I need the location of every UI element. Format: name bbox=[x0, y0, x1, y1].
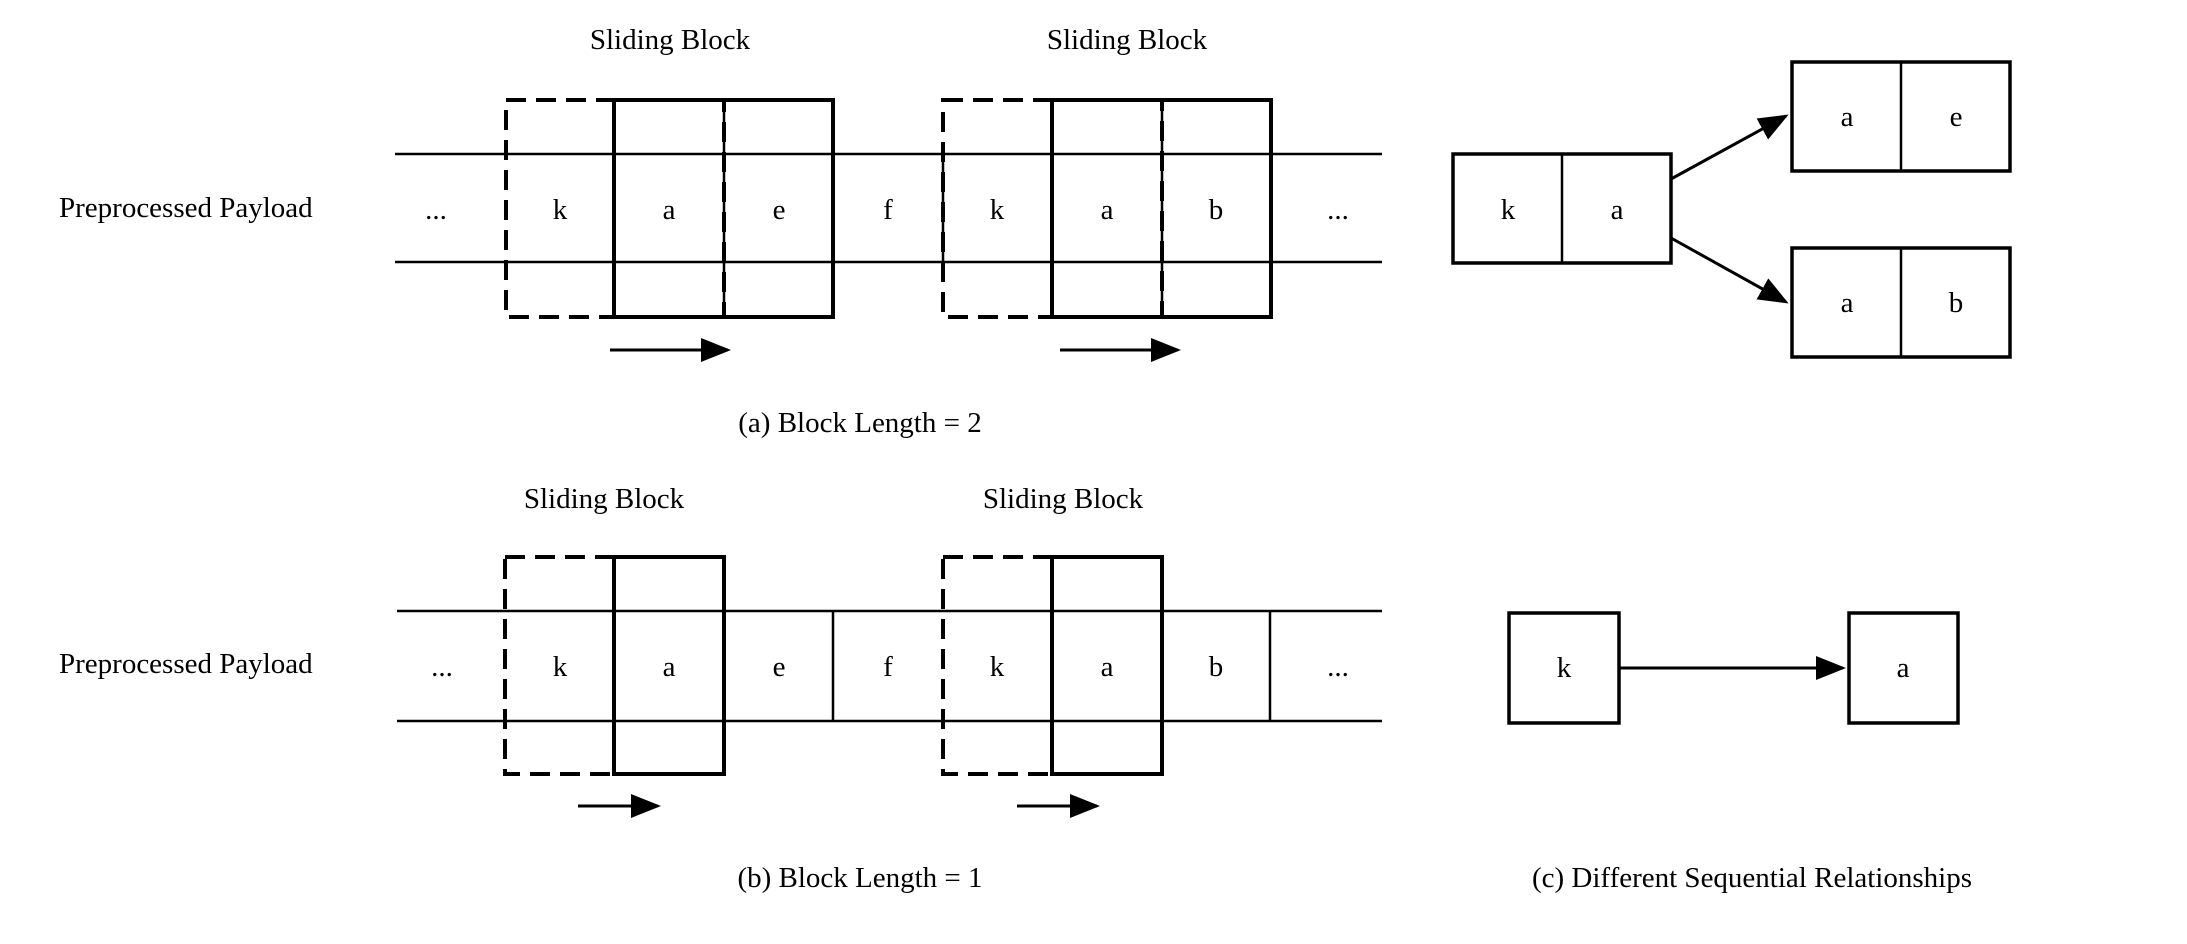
panel-c-single-source-cell: k bbox=[1557, 652, 1572, 684]
panel-a-row-label: Preprocessed Payload bbox=[59, 192, 313, 224]
panel-b-caption: (b) Block Length = 1 bbox=[737, 862, 982, 894]
panel-a-cell: k bbox=[553, 194, 568, 226]
panel-c-single-target-box bbox=[1847, 611, 1960, 725]
panel-b-cell: b bbox=[1209, 651, 1224, 683]
panel-b-cell: k bbox=[553, 651, 568, 683]
panel-c-arrow-to-pair-1 bbox=[1670, 114, 1789, 181]
panel-a-cell: a bbox=[1101, 194, 1114, 226]
panel-c-target-pair-2-cell: a bbox=[1841, 287, 1854, 319]
panel-c: k a a e a b k a (c) Different Sequential… bbox=[1451, 60, 2012, 894]
panel-a: Sliding Block Sliding Block Preprocessed… bbox=[59, 24, 1382, 439]
panel-a-cell: ... bbox=[425, 194, 447, 226]
panel-b-cell: a bbox=[1101, 651, 1114, 683]
panel-a-cell: e bbox=[773, 194, 786, 226]
panel-c-source-pair-cell: a bbox=[1611, 194, 1624, 226]
panel-c-single-target-cell: a bbox=[1897, 652, 1910, 684]
panel-c-caption: (c) Different Sequential Relationships bbox=[1532, 862, 1972, 894]
panel-c-arrow-to-pair-2 bbox=[1670, 236, 1789, 304]
panel-b-cell: a bbox=[663, 651, 676, 683]
panel-a-cell: ... bbox=[1327, 194, 1349, 226]
panel-b-cell: e bbox=[773, 651, 786, 683]
panel-b-block-label-2: Sliding Block bbox=[983, 483, 1144, 515]
panel-a-cell: k bbox=[990, 194, 1005, 226]
panel-b-block-label-1: Sliding Block bbox=[524, 483, 685, 515]
panel-a-cell: a bbox=[663, 194, 676, 226]
panel-b-cell: k bbox=[990, 651, 1005, 683]
panel-b-row-label: Preprocessed Payload bbox=[59, 648, 313, 680]
panel-a-block-label-2: Sliding Block bbox=[1047, 24, 1208, 56]
panel-b: Sliding Block Sliding Block Preprocessed… bbox=[59, 483, 1382, 894]
panel-a-cell: b bbox=[1209, 194, 1224, 226]
panel-c-target-pair-1-cell: a bbox=[1841, 101, 1854, 133]
panel-b-cell: f bbox=[883, 651, 893, 683]
panel-b-cell: ... bbox=[1327, 651, 1349, 683]
panel-b-cell: ... bbox=[431, 651, 453, 683]
panel-b-sliding-block-2 bbox=[1050, 555, 1164, 776]
panel-c-source-pair-cell: k bbox=[1501, 194, 1516, 226]
panel-c-target-pair-1-cell: e bbox=[1950, 101, 1963, 133]
panel-c-target-pair-2-cell: b bbox=[1949, 287, 1964, 319]
panel-a-block-label-1: Sliding Block bbox=[590, 24, 751, 56]
panel-a-cell: f bbox=[883, 194, 893, 226]
panel-b-sliding-block-1 bbox=[612, 555, 726, 776]
panel-a-caption: (a) Block Length = 2 bbox=[738, 407, 981, 439]
